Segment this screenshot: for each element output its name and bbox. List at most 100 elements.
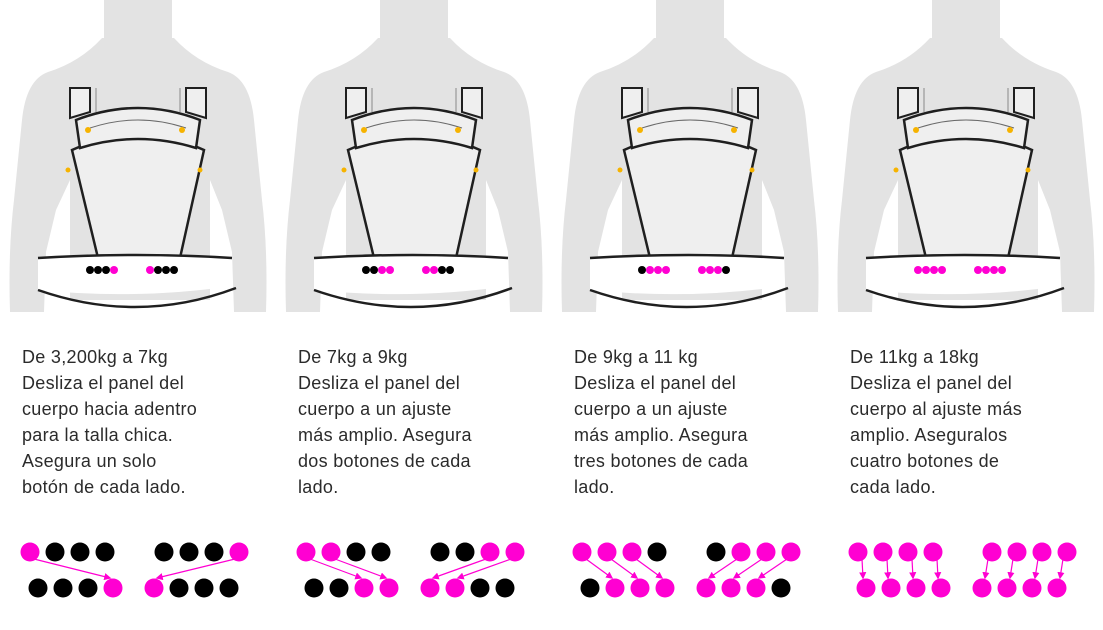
carrier-illustration: [285, 0, 543, 312]
snap-arrow: [431, 558, 487, 580]
headrest-snap: [913, 127, 919, 133]
headrest-snap: [1007, 127, 1013, 133]
panel-size-1: De 3,200kg a 7kg Desliza el panel del cu…: [0, 0, 276, 630]
caption-weight-range: De 11kg a 18kg: [850, 347, 979, 367]
snap-arrow: [585, 558, 614, 579]
snap-dot-bottom: [354, 578, 374, 598]
snap-dot-bottom: [605, 578, 625, 598]
size-caption: De 7kg a 9kg Desliza el panel del cuerpo…: [298, 344, 548, 500]
belt-button: [102, 266, 110, 274]
snap-dot-top: [321, 542, 341, 562]
caption-line: dos botones de cada: [298, 451, 471, 471]
side-snap: [473, 167, 479, 173]
side-snap: [65, 167, 71, 173]
snap-dot-top: [204, 542, 224, 562]
belt-button: [646, 266, 654, 274]
snap-arrow: [982, 558, 990, 580]
caption-line: más amplio. Asegura: [298, 425, 472, 445]
waist-belt: [866, 254, 1060, 295]
headrest-snap: [731, 127, 737, 133]
caption-line: cuerpo hacia adentro: [22, 399, 198, 419]
left-shoulder-strap: [621, 87, 643, 120]
headrest-snap: [179, 127, 185, 133]
snap-dot-top: [1032, 542, 1052, 562]
caption-line: cuerpo a un ajuste: [574, 399, 728, 419]
belt-button: [706, 266, 714, 274]
belt-button: [982, 266, 990, 274]
headrest-seam: [89, 119, 187, 129]
snap-dot-bottom: [771, 578, 791, 598]
snap-dot-bottom: [881, 578, 901, 598]
snap-dot-top: [179, 542, 199, 562]
side-snap: [617, 167, 623, 173]
panel-size-3: De 9kg a 11 kg Desliza el panel del cuer…: [552, 0, 828, 630]
side-snap: [749, 167, 755, 173]
snap-arrow: [757, 558, 788, 579]
waist-belt-bottom-edge: [37, 286, 237, 309]
headrest-panel: [626, 106, 754, 150]
belt-button: [438, 266, 446, 274]
belt-button: [430, 266, 438, 274]
snap-arrow: [635, 558, 664, 579]
snap-arrow: [309, 558, 363, 580]
caption-line: lado.: [574, 477, 615, 497]
left-shoulder-strap: [345, 87, 367, 120]
waist-belt-top-edge: [37, 253, 233, 260]
belt-button: [170, 266, 178, 274]
button-snap-diagram: [572, 542, 801, 598]
snap-dot-bottom: [997, 578, 1017, 598]
belt-button: [714, 266, 722, 274]
headrest-snap: [637, 127, 643, 133]
caption-line: botón de cada lado.: [22, 477, 186, 497]
snap-dot-top: [781, 542, 801, 562]
snap-arrow: [456, 558, 512, 580]
caption-weight-range: De 9kg a 11 kg: [574, 347, 698, 367]
snap-dot-top: [430, 542, 450, 562]
side-snap: [341, 167, 347, 173]
snap-arrow: [859, 558, 867, 580]
headrest-snap: [85, 127, 91, 133]
belt-button: [722, 266, 730, 274]
panel-size-2: De 7kg a 9kg Desliza el panel del cuerpo…: [276, 0, 552, 630]
panel-size-4: De 11kg a 18kg Desliza el panel del cuer…: [828, 0, 1103, 630]
carrier-illustration: [9, 0, 267, 312]
belt-button: [922, 266, 930, 274]
snap-dot-top: [154, 542, 174, 562]
button-snap-diagram: [20, 542, 249, 598]
snap-dot-bottom: [856, 578, 876, 598]
waist-belt: [590, 254, 784, 295]
snap-dot-top: [20, 542, 40, 562]
right-shoulder-strap: [1013, 87, 1035, 120]
left-shoulder-strap: [897, 87, 919, 120]
snap-arrow: [707, 558, 738, 579]
headrest-panel: [74, 106, 202, 150]
snap-dot-bottom: [931, 578, 951, 598]
side-snap: [197, 167, 203, 173]
snap-dot-bottom: [53, 578, 73, 598]
snap-dot-top: [982, 542, 1002, 562]
caption-line: Desliza el panel del: [298, 373, 461, 393]
snap-dot-bottom: [329, 578, 349, 598]
belt-button: [110, 266, 118, 274]
belt-button: [938, 266, 946, 274]
caption-line: Desliza el panel del: [22, 373, 185, 393]
snap-dot-top: [346, 542, 366, 562]
snap-dot-bottom: [746, 578, 766, 598]
snap-dot-top: [898, 542, 918, 562]
snap-dot-bottom: [906, 578, 926, 598]
caption-line: Asegura un solo: [22, 451, 157, 471]
snap-dot-top: [597, 542, 617, 562]
belt-button: [638, 266, 646, 274]
button-snap-diagram: [848, 542, 1077, 598]
waist-belt-top-edge: [313, 253, 509, 260]
snap-arrow: [155, 558, 236, 581]
belt-button: [378, 266, 386, 274]
caption-line: cuerpo al ajuste más: [850, 399, 1023, 419]
snap-dot-bottom: [169, 578, 189, 598]
headrest-seam: [917, 119, 1015, 129]
snap-dot-bottom: [445, 578, 465, 598]
caption-line: tres botones de cada: [574, 451, 749, 471]
caption-line: lado.: [298, 477, 339, 497]
snap-dot-bottom: [78, 578, 98, 598]
